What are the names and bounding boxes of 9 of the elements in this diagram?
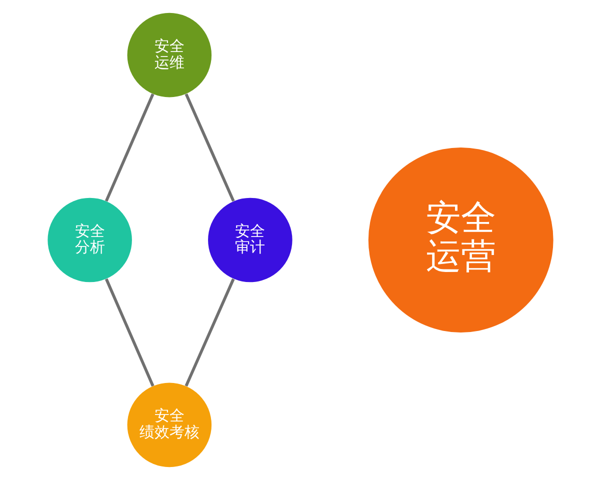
node-circle: 安全运维 <box>126 12 212 98</box>
connector <box>184 278 234 387</box>
connector <box>104 93 154 202</box>
node-circle: 安全运营 <box>368 148 553 332</box>
node-circle: 安全分析 <box>47 198 132 282</box>
connector <box>184 93 234 202</box>
node-circle: 安全绩效考核 <box>126 382 212 468</box>
node-circle: 安全审计 <box>208 198 292 282</box>
connector <box>104 278 154 387</box>
